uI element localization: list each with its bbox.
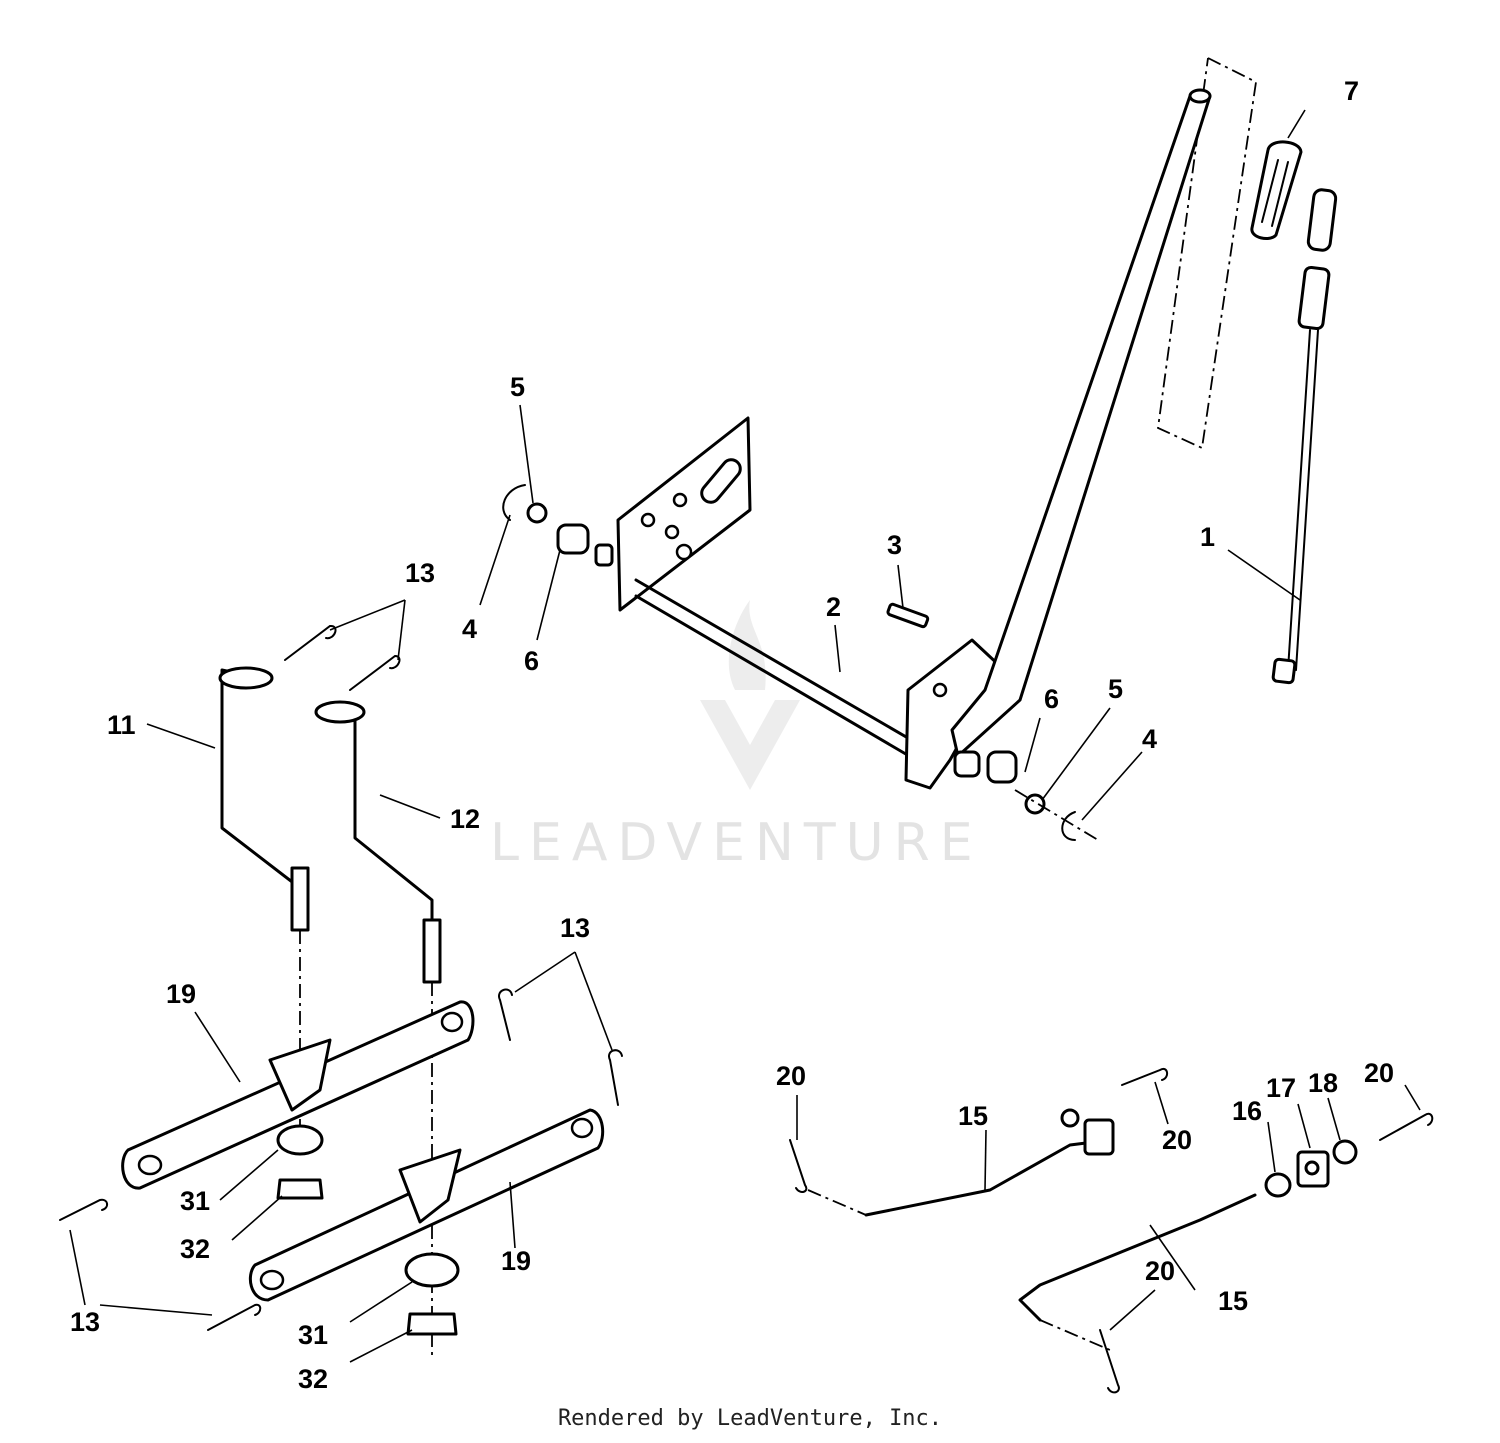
grip-alignment-line xyxy=(1157,57,1257,450)
part-6-bushing-left[interactable] xyxy=(556,523,614,567)
watermark-logo-icon xyxy=(700,600,800,790)
callout-13b: 13 xyxy=(560,913,590,943)
rod-15-alignment-lower xyxy=(1039,1319,1111,1351)
callout-4b: 4 xyxy=(1142,724,1157,754)
callout-15a: 15 xyxy=(958,1101,988,1131)
part-6-bushing-right[interactable] xyxy=(953,750,1018,784)
callout-20b: 20 xyxy=(1162,1125,1192,1155)
part-31-spacer-upper[interactable] xyxy=(276,1124,324,1156)
callout-31a: 31 xyxy=(180,1186,210,1216)
part-32-nut-upper[interactable] xyxy=(276,1178,324,1200)
part-7-handle-grip[interactable] xyxy=(1250,140,1303,240)
callout-6b: 6 xyxy=(1044,684,1059,714)
callout-19a: 19 xyxy=(166,979,196,1009)
callout-31b: 31 xyxy=(298,1320,328,1350)
part-16-nut[interactable] xyxy=(1264,1172,1292,1198)
watermark: LEADVENTURE xyxy=(490,600,983,873)
part-3-roll-pin[interactable] xyxy=(886,602,930,629)
callout-5a: 5 xyxy=(510,372,525,402)
callout-6a: 6 xyxy=(524,646,539,676)
shaft-alignment-right xyxy=(1014,789,1099,841)
part-13-hair-pin-d[interactable] xyxy=(608,1049,623,1106)
callout-32a: 32 xyxy=(180,1234,210,1264)
callout-1: 1 xyxy=(1200,522,1215,552)
leader-lines xyxy=(69,109,1421,1363)
part-17-block[interactable] xyxy=(1304,1160,1320,1176)
part-18-nut[interactable] xyxy=(1332,1139,1358,1165)
part-4-e-clip-right[interactable] xyxy=(1061,811,1076,841)
part-20-clip-b[interactable] xyxy=(1121,1067,1168,1086)
footer-credit: Rendered by LeadVenture, Inc. xyxy=(557,1406,943,1431)
part-11-lift-link-left[interactable] xyxy=(218,666,310,932)
callout-13c: 13 xyxy=(70,1307,100,1337)
callout-20d: 20 xyxy=(1145,1256,1175,1286)
callout-12: 12 xyxy=(450,804,480,834)
part-32-nut-lower[interactable] xyxy=(406,1312,458,1336)
part-19-lift-arm-lower[interactable] xyxy=(248,1108,605,1302)
watermark-text: LEADVENTURE xyxy=(490,813,983,873)
callout-18: 18 xyxy=(1308,1068,1338,1098)
part-12-lift-link-right[interactable] xyxy=(314,700,442,984)
part-20-clip-c[interactable] xyxy=(1379,1112,1434,1141)
part-13-hair-pin-a[interactable] xyxy=(284,625,337,661)
part-19-lift-arm-upper[interactable] xyxy=(121,1000,475,1190)
callout-32b: 32 xyxy=(298,1364,328,1394)
part-31-spacer-lower[interactable] xyxy=(404,1252,460,1288)
callout-16: 16 xyxy=(1232,1096,1262,1126)
part-13-hair-pin-b[interactable] xyxy=(349,654,401,691)
callout-4a: 4 xyxy=(462,614,477,644)
part-5-washer-left[interactable] xyxy=(526,502,548,524)
callout-20c: 20 xyxy=(1364,1058,1394,1088)
part-15-adjustment-rod-lower[interactable] xyxy=(1018,1150,1330,1322)
callout-2: 2 xyxy=(826,592,841,622)
callout-17: 17 xyxy=(1266,1073,1296,1103)
part-5-washer-right[interactable] xyxy=(1024,793,1046,815)
part-13-hair-pin-e[interactable] xyxy=(59,1198,108,1221)
part-2-lift-shaft-assembly[interactable] xyxy=(616,88,1212,790)
part-13-hair-pin-c[interactable] xyxy=(498,988,513,1041)
callout-labels: 1 2 3 4 4 5 5 6 6 7 11 12 13 13 13 15 15… xyxy=(70,76,1394,1394)
callout-3: 3 xyxy=(887,530,902,560)
part-15-adjustment-rod-upper[interactable] xyxy=(864,1108,1115,1217)
callout-20a: 20 xyxy=(776,1061,806,1091)
callout-19b: 19 xyxy=(501,1246,531,1276)
part-1-lift-rod[interactable] xyxy=(1271,188,1338,685)
part-20-clip-d[interactable] xyxy=(1099,1329,1120,1394)
part-20-clip-a[interactable] xyxy=(789,1139,808,1193)
callout-11: 11 xyxy=(107,710,136,740)
callout-5b: 5 xyxy=(1108,674,1123,704)
part-4-e-clip-left[interactable] xyxy=(502,484,526,521)
callout-15b: 15 xyxy=(1218,1286,1248,1316)
callout-13a: 13 xyxy=(405,558,435,588)
callout-7: 7 xyxy=(1344,76,1359,106)
part-13-hair-pin-f[interactable] xyxy=(207,1303,262,1331)
rod-15-alignment-upper xyxy=(807,1189,867,1216)
